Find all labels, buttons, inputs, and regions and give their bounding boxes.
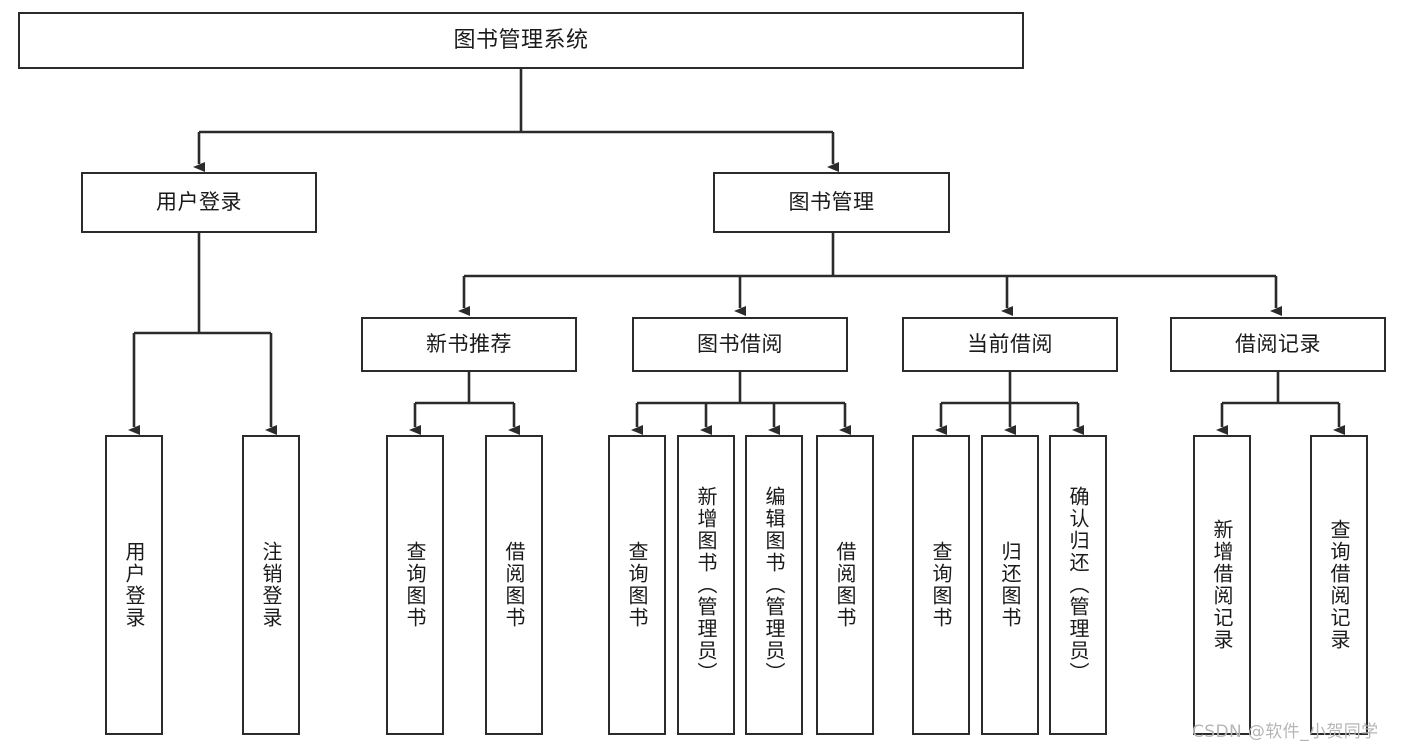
node-book-manage-label: 图书管理 — [788, 190, 875, 215]
node-new-book-recommend[interactable]: 新书推荐 — [361, 317, 577, 372]
node-leaf-query-book-1[interactable]: 查询图书 — [386, 435, 444, 735]
node-leaf-return-book-label: 归还图书 — [998, 541, 1022, 629]
node-user-login-label: 用户登录 — [156, 190, 242, 215]
node-leaf-user-login[interactable]: 用户登录 — [105, 435, 163, 735]
node-leaf-query-record-label: 查询借阅记录 — [1327, 519, 1351, 651]
node-leaf-query-book-3[interactable]: 查询图书 — [912, 435, 970, 735]
node-borrow-record[interactable]: 借阅记录 — [1170, 317, 1386, 372]
node-leaf-query-book-2[interactable]: 查询图书 — [608, 435, 666, 735]
node-leaf-borrow-book-1-label: 借阅图书 — [502, 541, 526, 629]
node-root-label: 图书管理系统 — [453, 27, 589, 53]
node-leaf-borrow-book-1[interactable]: 借阅图书 — [485, 435, 543, 735]
node-leaf-add-record-label: 新增借阅记录 — [1210, 519, 1234, 651]
node-current-borrow[interactable]: 当前借阅 — [902, 317, 1118, 372]
node-root[interactable]: 图书管理系统 — [18, 12, 1024, 69]
node-new-book-recommend-label: 新书推荐 — [426, 332, 512, 357]
node-leaf-query-book-3-label: 查询图书 — [929, 541, 953, 629]
node-book-manage[interactable]: 图书管理 — [713, 172, 950, 233]
node-user-login[interactable]: 用户登录 — [81, 172, 317, 233]
node-leaf-borrow-book-2[interactable]: 借阅图书 — [816, 435, 874, 735]
node-leaf-return-book[interactable]: 归还图书 — [981, 435, 1039, 735]
node-leaf-confirm-return-label: 确认归还（管理员） — [1066, 486, 1090, 684]
node-leaf-add-book-label: 新增图书（管理员） — [694, 486, 718, 684]
node-leaf-add-book[interactable]: 新增图书（管理员） — [677, 435, 735, 735]
node-leaf-user-login-label: 用户登录 — [122, 541, 146, 629]
node-leaf-logout[interactable]: 注销登录 — [242, 435, 300, 735]
node-leaf-query-record[interactable]: 查询借阅记录 — [1310, 435, 1368, 735]
node-leaf-borrow-book-2-label: 借阅图书 — [833, 541, 857, 629]
node-leaf-query-book-2-label: 查询图书 — [625, 541, 649, 629]
node-leaf-add-record[interactable]: 新增借阅记录 — [1193, 435, 1251, 735]
node-leaf-logout-label: 注销登录 — [259, 541, 283, 629]
node-current-borrow-label: 当前借阅 — [967, 332, 1053, 357]
node-book-borrow-label: 图书借阅 — [697, 332, 783, 357]
node-leaf-edit-book-label: 编辑图书（管理员） — [762, 486, 786, 684]
node-book-borrow[interactable]: 图书借阅 — [632, 317, 848, 372]
node-leaf-edit-book[interactable]: 编辑图书（管理员） — [745, 435, 803, 735]
node-leaf-query-book-1-label: 查询图书 — [403, 541, 427, 629]
node-leaf-confirm-return[interactable]: 确认归还（管理员） — [1049, 435, 1107, 735]
node-borrow-record-label: 借阅记录 — [1235, 332, 1321, 357]
csdn-watermark: CSDN @软件_小贺同学 — [1192, 722, 1379, 742]
